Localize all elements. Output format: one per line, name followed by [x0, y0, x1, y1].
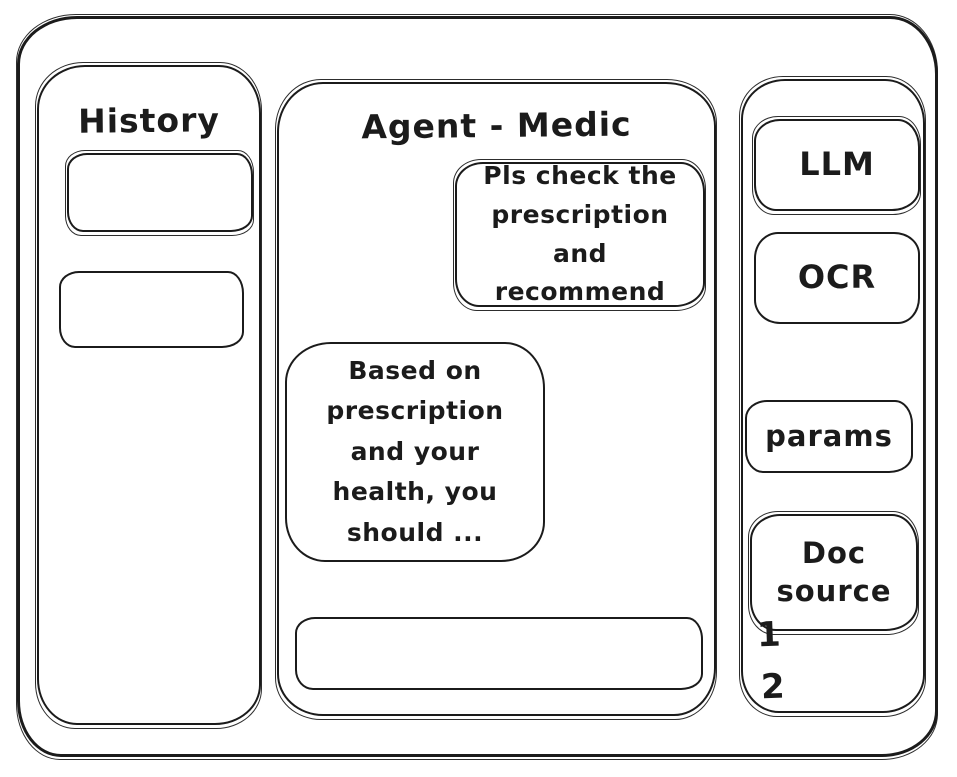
app-frame: History Agent - Medic Pls check the pres… — [16, 14, 938, 760]
doc-source-item[interactable]: 1 — [756, 614, 782, 656]
history-item[interactable] — [65, 150, 254, 236]
chat-panel: Agent - Medic Pls check the prescription… — [275, 79, 717, 720]
history-panel: History — [35, 62, 262, 729]
llm-button[interactable]: LLM — [752, 116, 921, 215]
params-button[interactable]: params — [745, 400, 913, 473]
history-item[interactable] — [59, 271, 244, 348]
doc-source-button[interactable]: Doc source — [748, 511, 919, 635]
chat-input[interactable] — [295, 617, 703, 690]
user-message-bubble: Pls check the prescription and recommend — [453, 159, 706, 311]
user-message-text: Pls check the prescription and recommend — [483, 161, 677, 307]
assistant-message-bubble: Based on prescription and your health, y… — [285, 342, 545, 562]
doc-source-button-label: Doc source — [776, 535, 892, 608]
assistant-message-text: Based on prescription and your health, y… — [326, 355, 504, 547]
history-title: History — [77, 100, 221, 141]
ocr-button[interactable]: OCR — [754, 232, 920, 324]
tools-panel: LLM OCR params Doc source 1 2 — [739, 76, 926, 717]
chat-title: Agent - Medic — [361, 104, 632, 147]
doc-source-item[interactable]: 2 — [760, 666, 786, 708]
